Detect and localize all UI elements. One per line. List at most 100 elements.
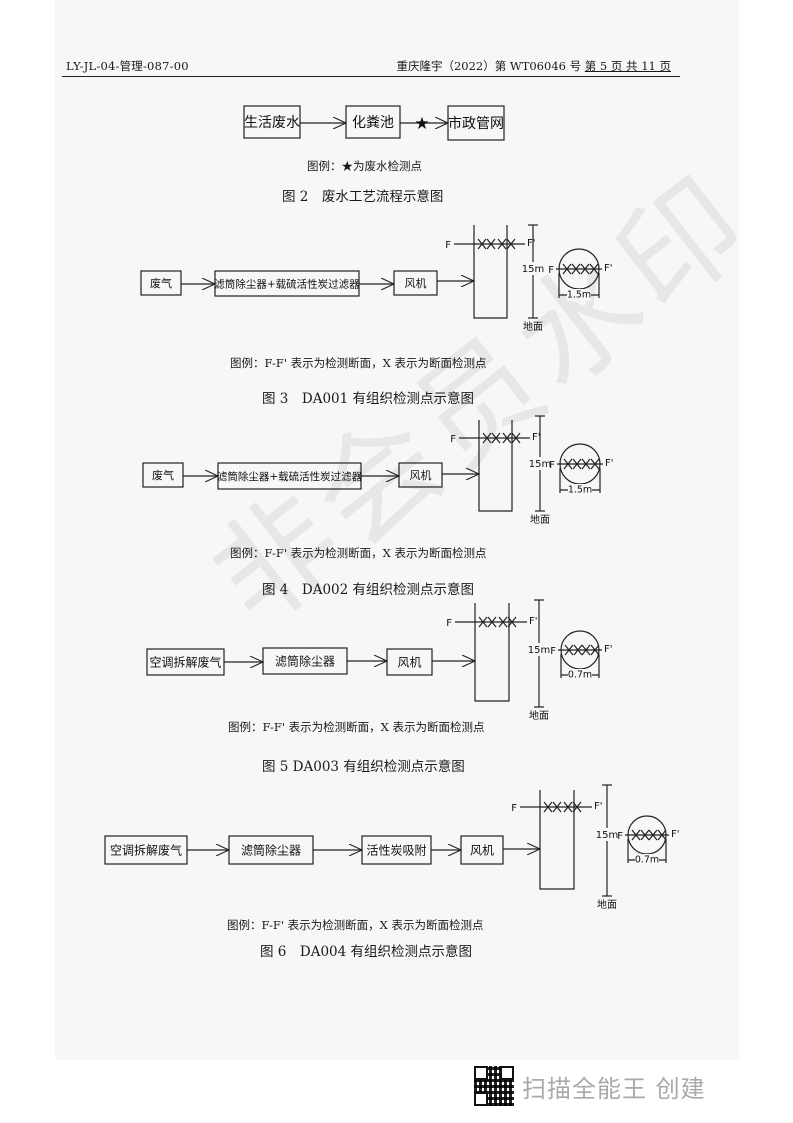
fig3-dia-bg: [567, 289, 591, 301]
fig4-height-bg: [530, 457, 550, 470]
fig3-points-a: [477, 238, 496, 250]
fig4-cross-f-left: F: [549, 460, 555, 471]
fig6-points-a: [543, 801, 562, 813]
fig3-box-fan: [393, 270, 438, 296]
fig5-f-left: F: [446, 618, 452, 629]
page-label: 第 5 页 共 11 页: [584, 59, 671, 73]
fig6-diameter-label: 0.7m: [635, 855, 659, 866]
fig5-f-right: F': [529, 616, 538, 627]
fig3-box-fan-label: 风机: [405, 276, 427, 290]
fig4-box-exhaust: [142, 462, 184, 488]
document-code: LY-JL-04-管理-087-00: [66, 59, 189, 73]
fig5-diameter-label: 0.7m: [568, 670, 592, 681]
fig3-box-exhaust: [140, 270, 182, 296]
fig5-height-label: 15m: [528, 645, 550, 656]
fig6-height-label: 15m: [596, 830, 618, 841]
fig6-points-b: [563, 801, 582, 813]
fig6-cross-points-a: [631, 829, 650, 841]
fig4-box-fan-label: 风机: [410, 468, 432, 482]
fig2-box-municipal-network: [447, 105, 505, 141]
figure2-caption: 图 2 废水工艺流程示意图: [282, 189, 444, 205]
fig6-box-filter-label: 滤筒除尘器: [241, 843, 301, 858]
fig3-points-b: [497, 238, 516, 250]
fig4-ground-label: 地面: [530, 513, 550, 526]
fig6-stack: [539, 790, 575, 890]
fig3-box-filter-label: 滤筒除尘器+载硫活性炭过滤器: [214, 278, 360, 291]
fig6-ground-label: 地面: [597, 898, 617, 911]
fig6-box-fan: [460, 835, 504, 865]
scanned-page: [55, 0, 739, 1060]
fig3-stack: [473, 225, 508, 319]
fig3-f-right: F': [527, 238, 536, 249]
figure2-legend: 图例：★为废水检测点: [307, 159, 422, 173]
fig2-box-domestic-wastewater: [243, 105, 301, 139]
fig2-box-septic-tank-label: 化粪池: [352, 115, 394, 131]
fig3-f-left: F: [445, 240, 451, 251]
fig6-cross-f-right: F': [671, 829, 680, 840]
figure4-legend: 图例：F-F' 表示为检测断面，X 表示为断面检测点: [230, 546, 487, 560]
fig3-ground-label: 地面: [523, 320, 543, 333]
fig5-points-a: [478, 616, 497, 628]
fig5-box-ac-exhaust-label: 空调拆解废气: [149, 655, 221, 670]
fig4-f-right: F': [532, 432, 541, 443]
fig5-cross-f-right: F': [604, 644, 613, 655]
figure6-caption: 图 6 DA004 有组织检测点示意图: [260, 944, 473, 960]
fig3-diameter-label: 1.5m: [567, 290, 591, 301]
fig3-cross-f-right: F': [604, 263, 613, 274]
fig4-diameter-label: 1.5m: [568, 485, 592, 496]
scanner-footer: 扫描全能王 创建: [474, 1066, 706, 1106]
fig6-f-right: F': [594, 801, 603, 812]
figure5-legend: 图例：F-F' 表示为检测断面，X 表示为断面检测点: [228, 720, 485, 734]
fig5-dia-bg: [568, 669, 592, 681]
fig3-height-label: 15m: [522, 264, 544, 275]
fig6-dia-bg: [635, 854, 659, 866]
fig5-points-b: [498, 616, 517, 628]
fig6-box-ac-exhaust-label: 空调拆解废气: [110, 843, 182, 858]
fig6-box-fan-label: 风机: [470, 844, 494, 858]
fig2-box-domestic-wastewater-label: 生活废水: [244, 115, 300, 131]
fig4-height-label: 15m: [529, 459, 551, 470]
star-icon: ★: [414, 114, 429, 134]
fig3-cross-points-a: [562, 263, 581, 275]
fig5-cross-points-a: [564, 644, 583, 656]
report-number: 重庆隆宇（2022）第 WT06046 号 第 5 页 共 11 页: [396, 58, 671, 74]
fig4-cross-f-right: F': [605, 458, 614, 469]
fig4-box-filter-label: 滤筒除尘器+载硫活性炭过滤器: [217, 470, 363, 483]
fig3-cross-points-b: [580, 263, 599, 275]
figure6-legend: 图例：F-F' 表示为检测断面，X 表示为断面检测点: [227, 918, 484, 932]
footer-text: 扫描全能王 创建: [522, 1074, 706, 1103]
fig6-f-left: F: [511, 803, 517, 814]
fig5-stack: [474, 603, 510, 702]
fig6-cross-f-left: F: [617, 831, 623, 842]
fig6-box-activated-carbon-label: 活性炭吸附: [366, 844, 426, 858]
qr-code-icon: [474, 1066, 514, 1106]
fig5-height-bg: [529, 643, 549, 656]
fig4-points-a: [482, 432, 501, 444]
fig4-dia-bg: [568, 484, 592, 496]
figure3-caption: 图 3 DA001 有组织检测点示意图: [262, 391, 475, 407]
fig3-height-bg: [523, 262, 543, 275]
fig6-cross-points-b: [648, 829, 667, 841]
fig4-box-fan: [398, 462, 443, 488]
fig4-cross-points-b: [581, 458, 600, 470]
fig5-cross-points-b: [581, 644, 600, 656]
fig4-cross-points-a: [563, 458, 582, 470]
fig4-stack: [478, 420, 513, 512]
report-no: 重庆隆宇（2022）第 WT06046 号: [396, 59, 582, 73]
fig5-box-fan: [386, 648, 433, 676]
fig5-cross-f-left: F: [550, 646, 556, 657]
fig3-cross-f-left: F: [548, 265, 554, 276]
fig5-box-filter-label: 滤筒除尘器: [275, 654, 335, 669]
figure4-caption: 图 4 DA002 有组织检测点示意图: [262, 582, 475, 598]
fig6-height-bg: [597, 828, 617, 841]
fig5-ground-label: 地面: [529, 709, 549, 722]
figure3-legend: 图例：F-F' 表示为检测断面，X 表示为断面检测点: [230, 356, 487, 370]
fig3-box-exhaust-label: 废气: [150, 276, 172, 290]
fig2-box-septic-tank: [345, 105, 401, 139]
fig4-f-left: F: [450, 434, 456, 445]
fig5-box-fan-label: 风机: [397, 656, 421, 670]
header-rule: [62, 76, 680, 77]
fig2-box-municipal-network-label: 市政管网: [448, 115, 504, 132]
fig4-points-b: [502, 432, 521, 444]
